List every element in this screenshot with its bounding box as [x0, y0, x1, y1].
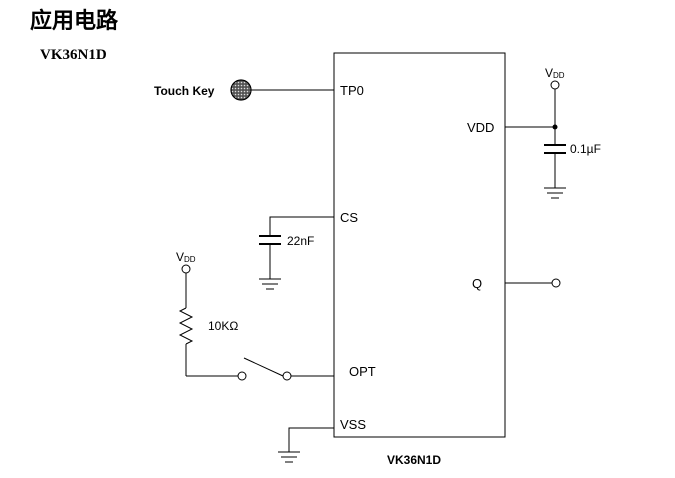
- pin-vdd-label: VDD: [467, 120, 494, 135]
- vdd-capacitor-circuit: [505, 80, 566, 199]
- q-output-terminal: [505, 278, 561, 288]
- cs-capacitor-value: 22nF: [287, 234, 314, 248]
- pin-tp0-label: TP0: [340, 83, 364, 98]
- part-number-subtitle: VK36N1D: [40, 47, 107, 63]
- chip-part-label: VK36N1D: [387, 453, 441, 467]
- page-title: 应用电路: [30, 8, 119, 34]
- pin-vss-label: VSS: [340, 417, 366, 432]
- touch-key-pad-icon: [230, 79, 252, 101]
- pin-cs-label: CS: [340, 210, 358, 225]
- cs-capacitor-circuit: [259, 216, 334, 290]
- pin-q-label: Q: [472, 276, 482, 291]
- resistor-value: 10KΩ: [208, 319, 238, 333]
- vss-ground: [278, 427, 334, 463]
- vdd-supply-label-top: VDD: [545, 66, 565, 80]
- opt-resistor-switch-circuit: [178, 264, 334, 381]
- ic-chip-body: [333, 52, 506, 438]
- pin-opt-label: OPT: [349, 364, 376, 379]
- touch-key-label: Touch Key: [154, 84, 215, 98]
- vdd-capacitor-value: 0.1µF: [570, 142, 601, 156]
- opt-supply-label: VDD: [176, 250, 196, 264]
